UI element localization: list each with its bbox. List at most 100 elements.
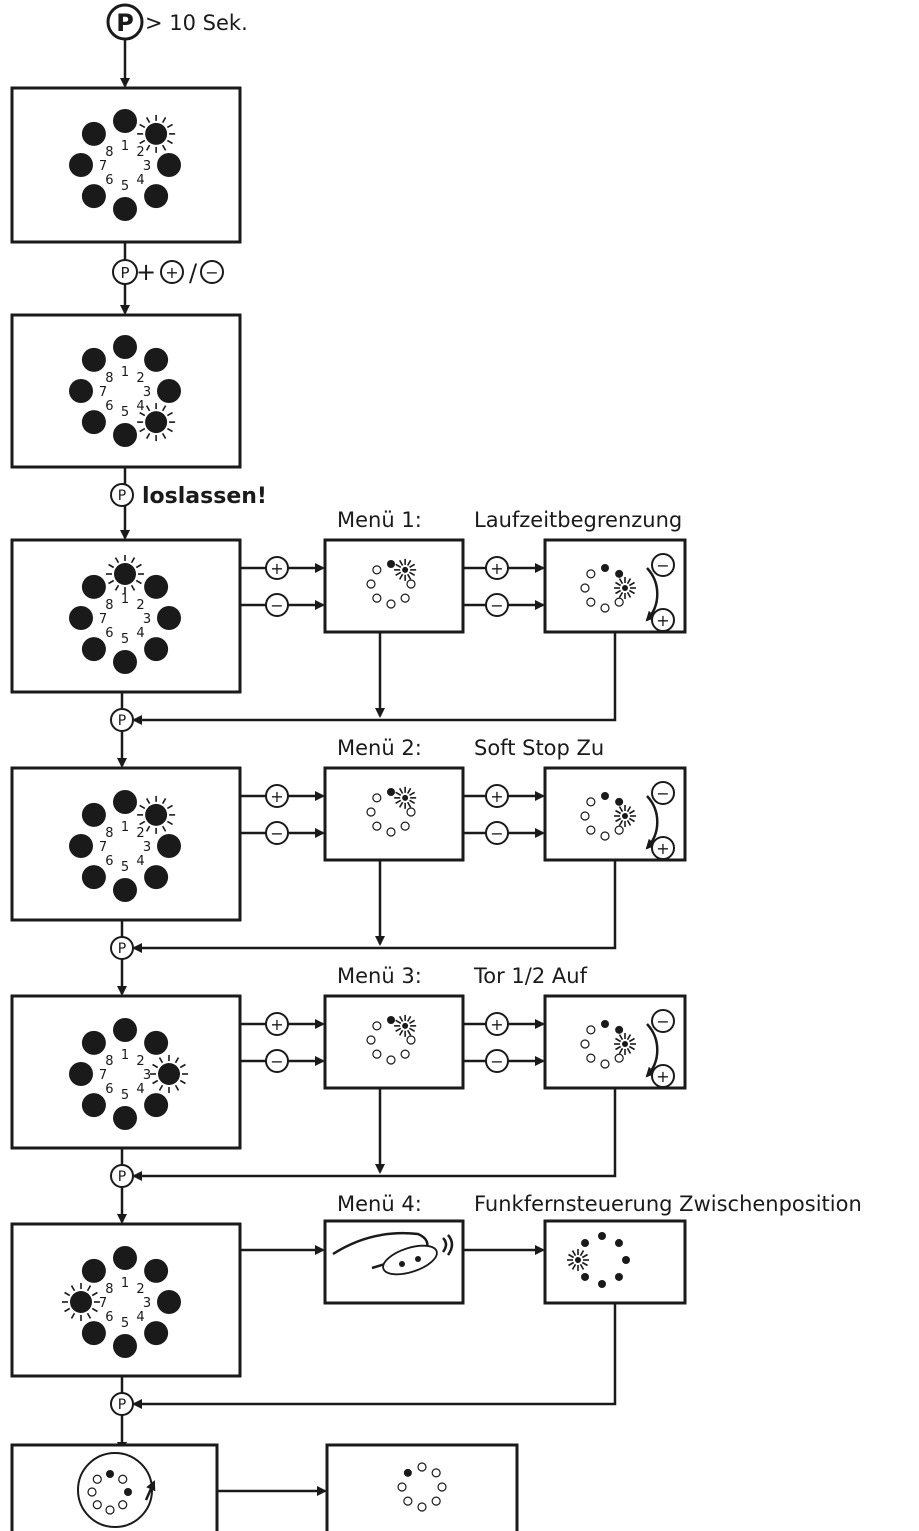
final-box-left [10,1443,219,1531]
led-ring-small [366,1014,417,1065]
led-6 [81,410,106,435]
svg-text:P: P [118,1397,126,1413]
led-8 [81,121,106,146]
svg-text:1: 1 [121,820,129,835]
led-5 [113,197,137,221]
led-blink-icon [137,114,176,153]
svg-text:−: − [205,263,218,282]
plus-button-icon [160,260,184,284]
svg-text:8: 8 [105,826,113,841]
led-number: 7 [99,159,107,174]
p-button-icon: P [110,936,134,960]
led-7 [69,153,93,177]
svg-text:1: 1 [121,1276,129,1291]
svg-text:3: 3 [143,840,151,855]
svg-text:+: + [656,839,669,858]
svg-text:−: − [490,596,503,615]
svg-text:8: 8 [105,598,113,613]
svg-text:7: 7 [99,1068,107,1083]
led-blink-icon [62,1283,100,1321]
svg-text:1: 1 [121,592,129,607]
plus-button-icon: + [485,784,509,808]
rotate-arrow-icon [77,1452,156,1528]
led-1 [113,109,137,133]
led-blink-icon [137,795,176,834]
svg-text:6: 6 [105,1082,113,1097]
led-blink-icon [394,1014,417,1037]
svg-text:P: P [118,488,126,504]
svg-text:−: − [270,1052,283,1071]
svg-text:P: P [118,713,126,729]
led-2 [144,347,169,372]
svg-text:5: 5 [121,860,129,875]
svg-text:P: P [118,1169,126,1185]
led-number: 2 [136,371,144,386]
led-ring-final-left [87,1470,132,1515]
minus-button-icon: − [485,1049,509,1073]
svg-text:1: 1 [121,1048,129,1063]
led-3 [157,379,181,403]
menu-number: Menü 3: [337,964,422,988]
led-6 [81,184,106,209]
svg-text:2: 2 [136,1054,144,1069]
menu-number: Menü 1: [337,508,422,532]
menu-title: Funkfernsteuerung Zwischenposition [474,1192,862,1216]
svg-text:−: − [490,824,503,843]
minus-button-icon: − [265,1049,289,1073]
minus-button-icon: − [651,1009,675,1033]
menu-select-box [323,766,465,862]
release-text: loslassen! [142,484,267,509]
svg-text:2: 2 [136,826,144,841]
minus-button-icon: − [485,593,509,617]
led-number: 4 [136,173,144,188]
led-blink-icon [106,555,144,593]
led-4 [144,184,169,209]
menu-title: Laufzeitbegrenzung [474,508,682,532]
start-p-button-icon: P [106,3,144,41]
svg-text:−: − [656,784,669,803]
led-ring-small [580,792,636,841]
led-number: 3 [143,159,151,174]
led-blink-icon [614,805,636,827]
svg-text:+: + [656,1067,669,1086]
p-button-icon [110,483,134,507]
combo-plus-sign: + [136,258,156,286]
led-blink-icon [614,577,636,599]
svg-text:6: 6 [105,854,113,869]
svg-text:2: 2 [136,1282,144,1297]
svg-text:2: 2 [136,598,144,613]
p-button-icon: P [110,1392,134,1416]
plus-button-icon: + [651,1064,675,1088]
menu-number: Menü 4: [337,1192,422,1216]
plus-button-icon: + [651,608,675,632]
led-1 [113,335,137,359]
svg-text:+: + [656,611,669,630]
svg-text:4: 4 [136,626,144,641]
led-7 [69,379,93,403]
svg-text:−: − [656,556,669,575]
menu-select-box [323,994,465,1090]
combo-slash: / [189,259,198,287]
svg-text:7: 7 [99,840,107,855]
svg-text:+: + [490,787,503,806]
led-blink-icon [150,1055,188,1093]
svg-text:6: 6 [105,626,113,641]
svg-text:4: 4 [136,854,144,869]
led-3 [157,153,181,177]
svg-text:8: 8 [105,1282,113,1297]
svg-text:+: + [165,263,178,282]
led-number: 1 [121,139,129,154]
remote-control-hand-icon [332,1231,454,1276]
svg-text:4: 4 [136,1310,144,1325]
led-number: 5 [121,405,129,420]
led-8 [81,347,106,372]
p-button-icon: P [110,1164,134,1188]
led-ring-small [87,1470,132,1515]
svg-text:P: P [118,941,126,957]
led-number: 3 [143,385,151,400]
led-ring-final-right [397,1462,447,1512]
